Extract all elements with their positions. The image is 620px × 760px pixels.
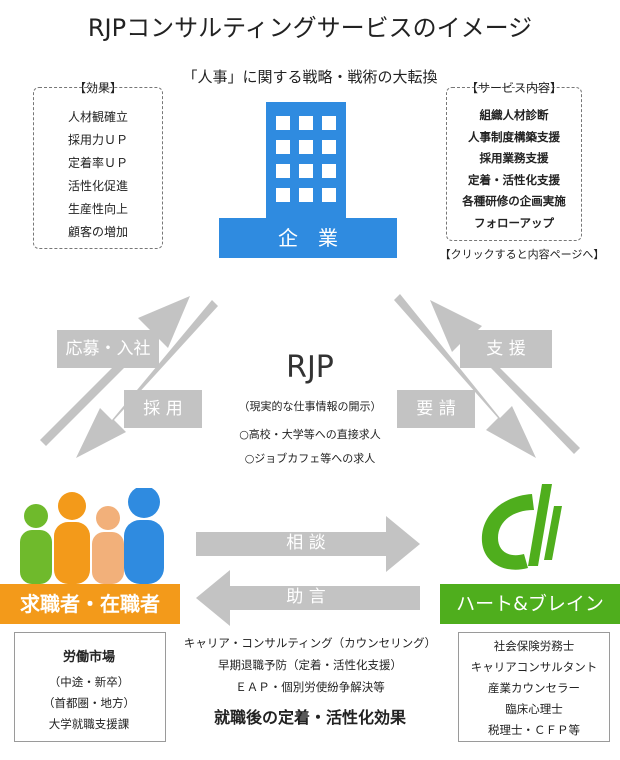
rjp-line: ○高校・大学等への直接求人 [239,428,381,441]
hire-label: 採 用 [124,390,202,428]
labor-market-item: （中途・新卒） [48,675,130,689]
building-icon [266,102,346,222]
effects-item: 顧客の増加 [67,225,128,239]
subtitle: 「人事」に関する戦略・戦術の大転換 [182,68,438,86]
effects-item: 人材観確立 [67,110,128,124]
arrow-request [394,294,536,458]
rjp-line: ○ジョブカフェ等への求人 [244,452,376,465]
service-link[interactable]: 採用業務支援 [479,151,549,165]
service-link[interactable]: 人事制度構築支援 [468,129,560,144]
labor-market-list: （中途・新卒） （首都圏・地方） 大学就職支援課 [14,672,164,735]
effects-item: 生産性向上 [67,202,128,216]
service-link[interactable]: 定着・活性化支援 [468,172,560,187]
arrow-consult [196,516,420,572]
effects-item: 採用力ＵＰ [67,133,128,147]
career-service-line: ＥＡＰ・個別労使紛争解決等 [235,680,385,694]
career-service-line: 早期退職予防（定着・活性化支援） [218,658,402,672]
rjp-subtitle: （現実的な仕事情報の開示） [238,400,382,413]
effects-item: 定着率ＵＰ [67,156,128,170]
service-link[interactable]: 各種研修の企画実施 [462,194,566,208]
qualification-item: 臨床心理士 [505,702,563,716]
services-heading: 【サービス内容】 [465,81,562,95]
labor-market-item: 大学就職支援課 [48,717,130,731]
support-label: 支 援 [460,330,552,368]
service-link[interactable]: 組織人材診断 [479,108,549,122]
effects-item: 活性化促進 [67,179,128,193]
arrow-advice [196,570,420,626]
labor-market-box [14,632,166,742]
career-services-list: キャリア・コンサルティング（カウンセリング） 早期退職予防（定着・活性化支援） … [160,632,460,698]
request-label: 要 請 [397,390,475,428]
labor-market-item: （首都圏・地方） [43,696,135,710]
effects-list: 人材観確立 採用力ＵＰ 定着率ＵＰ 活性化促進 生産性向上 顧客の増加 [33,106,163,244]
page-title: RJPコンサルティングサービスのイメージ [87,14,533,42]
heartbrain-logo-icon [481,484,562,570]
service-link[interactable]: フォローアップ [473,215,555,230]
people-icon [20,488,164,584]
arrow-hire [76,300,218,458]
effects-heading: 【効果】 [73,81,122,95]
effects-box [33,87,163,249]
qualification-item: 税理士・ＣＦＰ等 [488,723,580,737]
qualification-item: キャリアコンサルタント [470,660,598,674]
qualifications-box [458,632,610,742]
jobseekers-label: 求職者・在職者 [0,584,180,624]
qualification-item: 産業カウンセラー [488,681,580,695]
services-box[interactable] [446,87,582,241]
career-service-line: キャリア・コンサルティング（カウンセリング） [183,636,437,650]
advice-label: 助 言 [286,587,326,607]
labor-market-heading: 労働市場 [62,650,115,665]
apply-label: 応募・入社 [57,330,159,368]
services-list: 組織人材診断 人事制度構築支援 採用業務支援 定着・活性化支援 各種研修の企画実… [446,105,582,234]
heartbrain-label: ハート&ブレイン [440,584,620,624]
consult-label: 相 談 [286,533,326,553]
post-employment-effect: 就職後の定着・活性化効果 [213,708,406,727]
rjp-name: RJP [286,350,334,385]
qualifications-list: 社会保険労務士 キャリアコンサルタント 産業カウンセラー 臨床心理士 税理士・Ｃ… [458,636,610,741]
company-label: 企 業 [219,218,397,258]
click-note: 【クリックすると内容ページへ】 [439,248,605,261]
qualification-item: 社会保険労務士 [493,639,575,653]
